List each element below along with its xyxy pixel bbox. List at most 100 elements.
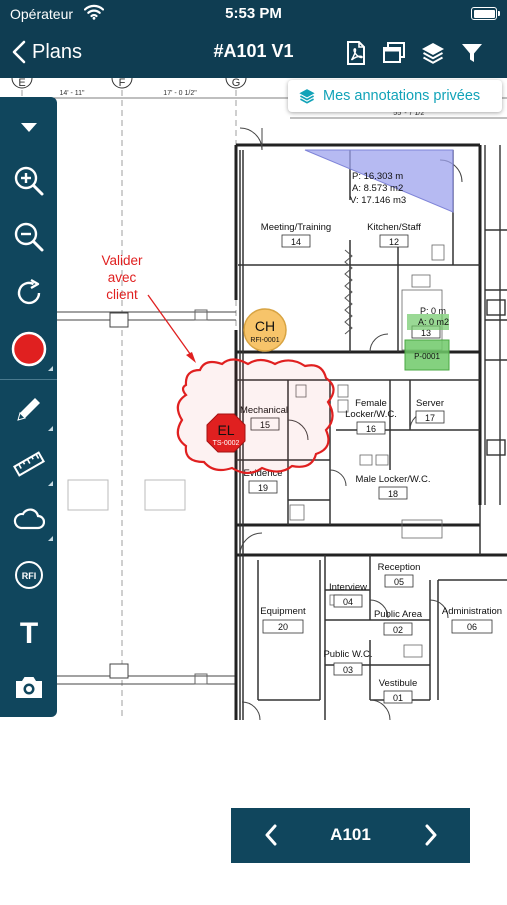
submenu-indicator [48,481,53,486]
room-number: 19 [258,483,268,493]
status-bar: Opérateur 5:53 PM [0,0,507,28]
task-pin-id: TS-0002 [213,440,240,447]
room-name: Vestibule [379,678,418,689]
dimension-text: 14' - 11" [59,90,85,97]
clock: 5:53 PM [225,5,282,22]
next-sheet-button[interactable] [416,820,446,850]
room-name: Server [416,398,444,409]
layers-icon[interactable] [420,40,446,66]
room-number: 12 [389,237,399,247]
small-measure-perimeter: P: 0 m [420,306,446,316]
toolbar-collapse-button[interactable] [0,101,57,153]
chevron-left-icon [12,40,26,64]
camera-tool-button[interactable] [0,661,57,713]
room-name: Evidence [243,468,282,479]
room-number: 16 [366,424,376,434]
sheets-icon[interactable] [381,40,407,66]
rfi-tool-button[interactable]: RFI [0,549,57,601]
revision-cloud[interactable] [176,358,335,475]
submenu-indicator [48,536,53,541]
filter-icon[interactable] [459,40,485,66]
room-number: 05 [394,577,404,587]
arrowhead [186,352,196,363]
room-name: Female [355,398,387,409]
dimension-text: 17' - 0 1/2" [163,90,197,97]
small-area-measurement[interactable] [407,314,449,330]
room-name: Kitchen/Staff [367,222,421,233]
zoom-out-icon [14,222,43,252]
collapse-arrow-icon [20,123,37,132]
navigation-bar: Plans #A101 V1 [0,28,507,78]
wifi-icon [84,4,104,20]
rotate-button[interactable] [0,267,57,319]
task-pin[interactable] [206,413,246,453]
room-name: Public Area [374,609,423,620]
floor-plan-drawing: E F G 14' - 11" 17' - 0 1/2" 55' - 7 1/2… [0,67,507,721]
task-pin-code: EL [217,422,234,438]
private-annotations-label: Mes annotations privées [323,88,481,104]
cloud-tool-button[interactable] [0,493,57,545]
grid-label: E [18,78,25,89]
floor-plan-canvas[interactable]: E F G 14' - 11" 17' - 0 1/2" 55' - 7 1/2… [0,67,507,900]
layers-icon [299,89,315,104]
text-icon: T [19,617,37,646]
chevron-left-icon [265,824,277,846]
svg-text:RFI: RFI [21,571,36,581]
room-name: Equipment [260,606,306,617]
grid-label: F [119,78,126,89]
zoom-out-button[interactable] [0,211,57,263]
private-annotations-button[interactable]: Mes annotations privées [288,80,502,112]
pencil-tool-button[interactable] [0,383,57,435]
color-picker-button[interactable] [0,323,57,375]
rfi-pin-id: RFI-0001 [250,337,279,344]
previous-sheet-button[interactable] [256,820,286,850]
chevron-right-icon [425,824,437,846]
room-number: 01 [393,693,403,703]
area-measurement[interactable] [304,149,454,213]
room-number: 18 [388,489,398,499]
pencil-icon [16,398,40,421]
room-number: 13 [421,328,431,338]
zoom-in-button[interactable] [0,155,57,207]
rfi-icon: RFI [14,561,43,589]
cloud-note-text: client [106,287,138,302]
punch-pin-id: P-0001 [414,352,440,361]
room-number: 06 [467,622,477,632]
measurement-perimeter: P: 16.303 m [352,171,403,182]
submenu-indicator [48,366,53,371]
cloud-note-text: avec [108,270,137,285]
battery-icon [471,7,500,20]
camera-icon [15,677,42,698]
back-label: Plans [32,40,83,63]
grid-label: G [232,78,241,89]
cloud-note-leader [147,294,194,359]
zoom-in-icon [14,166,43,196]
color-swatch [11,331,46,367]
back-button[interactable]: Plans [12,40,82,64]
measurement-volume: V: 17.146 m3 [350,195,406,206]
room-number: 17 [425,413,435,423]
room-number: 14 [291,237,301,247]
rfi-pin[interactable] [243,308,287,352]
ruler-icon [12,451,45,477]
room-number: 20 [278,622,288,632]
text-tool-button[interactable]: T [0,605,57,657]
punch-pin[interactable] [404,339,450,371]
rfi-pin-code: CH [255,318,275,334]
room-name: Male Locker/W.C. [356,474,431,485]
dimension-text: 55' - 7 1/2" [393,110,427,117]
room-name: Reception [378,562,421,573]
sheet-pager: A101 [231,808,470,863]
room-number: 03 [343,665,353,675]
room-number: 04 [343,597,353,607]
svg-text:T: T [19,617,37,646]
room-name: Interview [329,582,367,593]
room-name: Mechanical [240,405,288,416]
room-name: Meeting/Training [261,222,331,233]
room-number: 02 [393,625,403,635]
ruler-tool-button[interactable] [0,438,57,490]
pdf-export-icon[interactable] [343,40,369,66]
small-measure-area: A: 0 m2 [418,317,449,327]
submenu-indicator [48,426,53,431]
room-name: Locker/W.C. [345,409,397,420]
